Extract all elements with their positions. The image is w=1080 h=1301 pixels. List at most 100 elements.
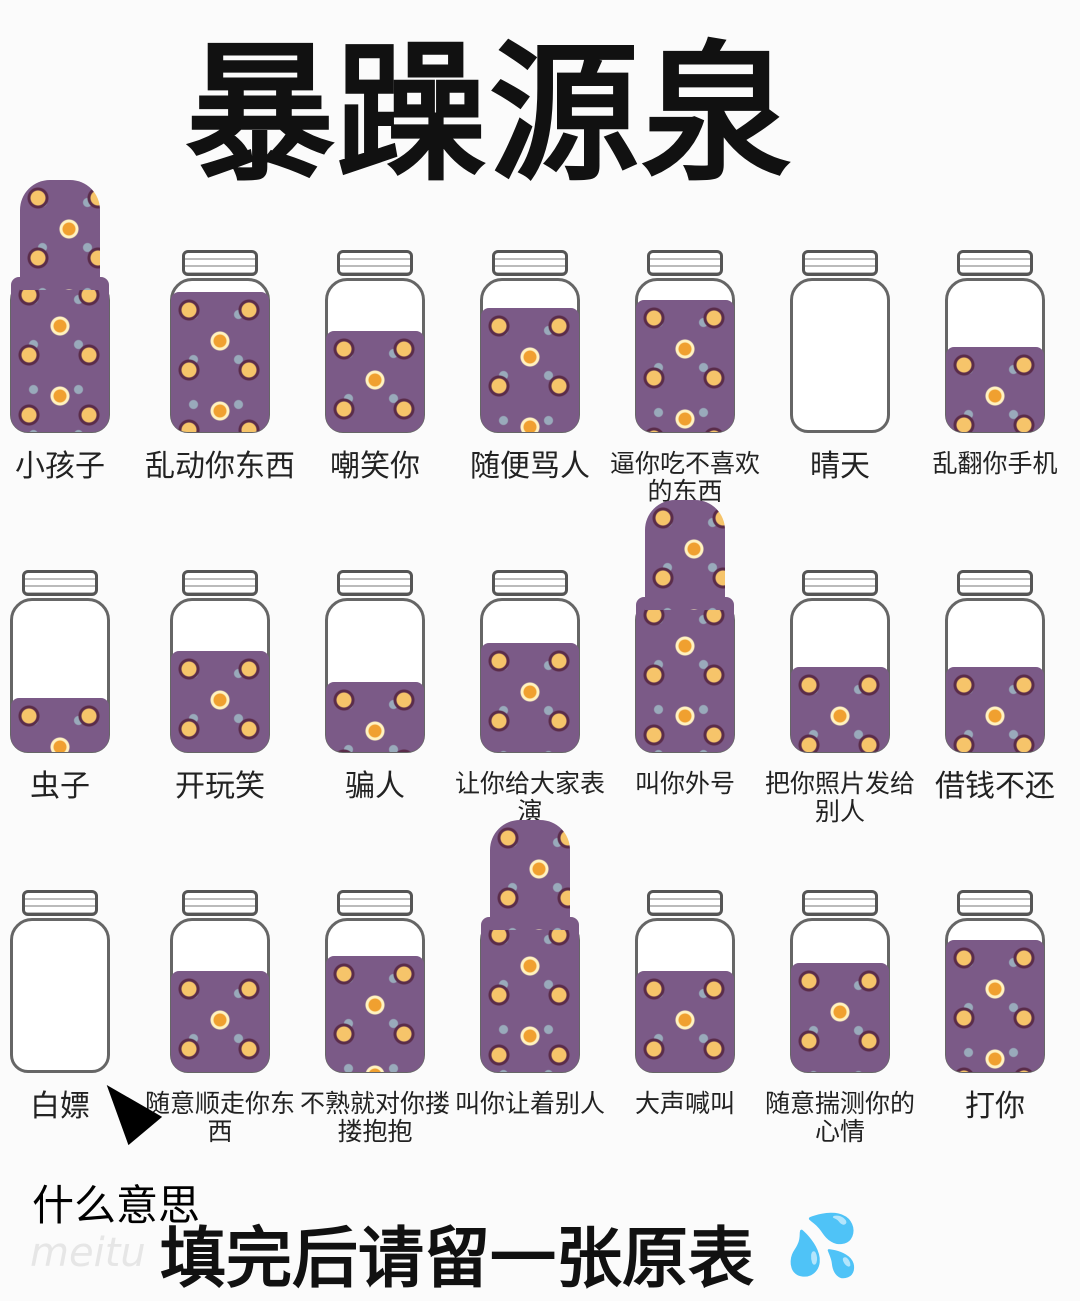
jar-body [480,917,580,1073]
jar-fill [791,963,889,1072]
jar-body [635,597,735,753]
jar-fill [11,698,109,752]
jar-icon [170,250,270,435]
jar-lid [182,890,258,916]
overflow-splash [20,180,100,290]
annotation-text: 什么意思 [32,1181,201,1230]
jar-lid [802,250,878,276]
jar-body [480,278,580,433]
jar-icon [170,890,270,1075]
overflow-splash [645,500,725,610]
jar-label: 乱动你东西 [145,449,295,484]
jar-fill [946,940,1044,1072]
jar-body [325,918,425,1073]
jar-label: 晴天 [810,449,870,484]
jar-icon [325,890,425,1075]
jar-fill [946,667,1044,752]
jar-fill [11,277,109,432]
jar-fill [171,292,269,432]
jar-body [170,918,270,1073]
jar-icon [10,890,110,1075]
overflow-splash [490,820,570,930]
jar-lid [337,250,413,276]
jar-icon [10,180,110,435]
jar-lid [182,570,258,596]
jar-label: 打你 [965,1089,1025,1124]
jar-fill [481,308,579,432]
jar-label: 逼你吃不喜欢的东西 [609,449,760,506]
jar-body [170,598,270,753]
jar-lid [492,250,568,276]
jar-icon [480,820,580,1075]
jar-label: 大声喊叫 [634,1089,735,1118]
jar-lid [647,250,723,276]
jar-label: 骗人 [345,769,405,804]
jar-lid [22,570,98,596]
jar-lid [647,890,723,916]
jar-body [945,278,1045,433]
jar-body [635,278,735,433]
jar-icon [325,570,425,755]
jar-fill [636,597,734,752]
jar-body [10,598,110,753]
jar-fill [326,682,424,752]
jar-fill [636,300,734,432]
jar-label: 嘲笑你 [330,449,420,484]
jar-lid [182,250,258,276]
jar-label: 开玩笑 [175,769,265,804]
jar-label: 白嫖 [30,1089,90,1124]
jar-fill [791,667,889,752]
jar-icon [170,570,270,755]
jar-label: 把你照片发给别人 [764,769,915,826]
jar-fill [946,347,1044,432]
jar-label: 叫你让着别人 [454,1089,605,1118]
jar-label: 小孩子 [15,449,105,484]
jar-icon [635,890,735,1075]
jar-body [790,598,890,753]
jar-body [325,278,425,433]
jar-icon [10,570,110,755]
jar-lid [802,890,878,916]
jar-body [635,918,735,1073]
footer-text: 填完后请留一张原表 [160,1220,754,1297]
jar-icon [790,570,890,755]
jar-label: 随意揣测你的心情 [764,1089,915,1146]
jar-lid [337,570,413,596]
jar-label: 不熟就对你搂搂抱抱 [299,1089,450,1146]
jar-icon [790,890,890,1075]
jar-body [325,598,425,753]
jar-icon [945,570,1045,755]
jar-fill [326,331,424,432]
sweat-drops-icon: 💦 [785,1211,860,1281]
jar-lid [337,890,413,916]
jar-body [945,918,1045,1073]
jar-fill [636,971,734,1072]
jar-fill [326,956,424,1072]
jar-label: 乱翻你手机 [932,449,1058,478]
jar-icon [945,250,1045,435]
jar-icon [635,500,735,755]
jar-body [480,598,580,753]
jar-body [10,277,110,433]
jar-fill [481,643,579,752]
jar-body [790,278,890,433]
jar-lid [957,570,1033,596]
jar-label: 让你给大家表演 [454,769,605,826]
jar-lid [957,250,1033,276]
jar-fill [481,917,579,1072]
jar-body [10,918,110,1073]
jar-icon [480,570,580,755]
jar-lid [802,570,878,596]
jar-body [945,598,1045,753]
jar-icon [790,250,890,435]
jar-icon [635,250,735,435]
jar-icon [945,890,1045,1075]
jar-label: 叫你外号 [634,769,735,798]
jar-lid [22,890,98,916]
jar-fill [171,971,269,1072]
jar-label: 随便骂人 [470,449,590,484]
jar-lid [957,890,1033,916]
jar-body [170,278,270,433]
jar-label: 借钱不还 [935,769,1055,804]
jar-icon [325,250,425,435]
